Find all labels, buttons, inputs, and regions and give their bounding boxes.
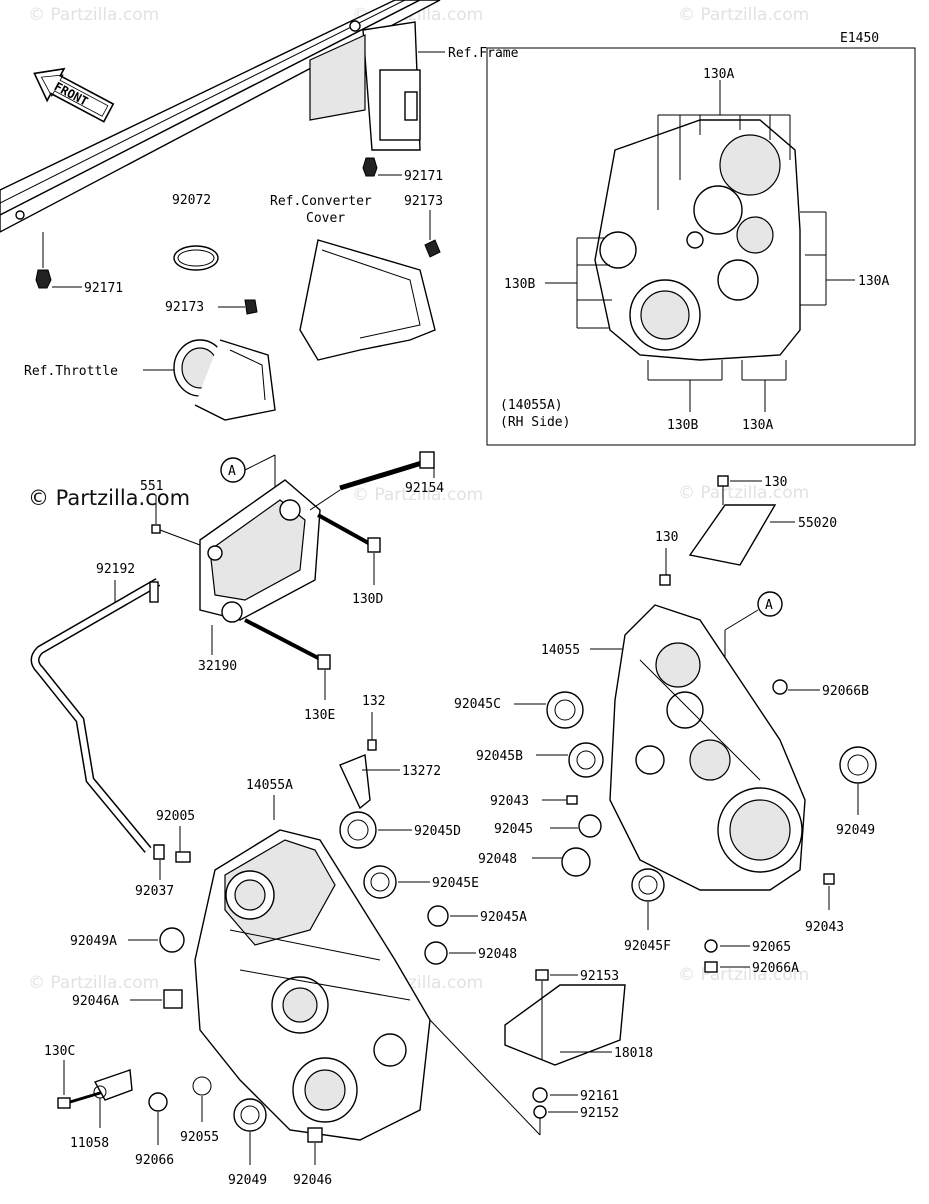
inset-callout-130B: 130B <box>667 418 698 433</box>
callout-92173: 92173 <box>165 300 204 315</box>
callout-92043: 92043 <box>490 794 529 809</box>
bearing-92045D <box>339 811 377 849</box>
callout-13272: 13272 <box>402 764 441 779</box>
watermark: © Partzilla.com <box>678 5 809 25</box>
crankcase-lh <box>194 829 431 1141</box>
inset-callout-130A: 130A <box>858 274 889 289</box>
watermark: © Partzilla.com <box>678 483 809 503</box>
callout-92066B: 92066B <box>822 684 869 699</box>
front-arrow: FRONT <box>33 67 115 123</box>
bearing-92045B <box>568 742 604 778</box>
callout-92171: 92171 <box>84 281 123 296</box>
callout-92049A: 92049A <box>70 934 117 949</box>
callout-92005: 92005 <box>156 809 195 824</box>
diagram-code: E1450 <box>840 31 879 46</box>
callout-92065: 92065 <box>752 940 791 955</box>
seal-92049 <box>233 1098 267 1132</box>
callout-130: 130 <box>655 530 678 545</box>
callout-55020: 55020 <box>798 516 837 531</box>
washer-92065 <box>704 939 718 953</box>
inset-note: (14055A) <box>500 398 563 413</box>
ref-frame-label: Ref.Frame <box>448 46 519 61</box>
callout-92045F: 92045F <box>624 939 671 954</box>
callout-132: 132 <box>362 694 385 709</box>
callout-92072: 92072 <box>172 193 211 208</box>
inset-callout-130A: 130A <box>703 67 734 82</box>
callout-92046A: 92046A <box>72 994 119 1009</box>
callout-92154: 92154 <box>405 481 444 496</box>
seal-92049A <box>159 927 185 953</box>
bearing-92045E <box>363 865 397 899</box>
callout-92066A: 92066A <box>752 961 799 976</box>
callout-92045D: 92045D <box>414 824 461 839</box>
callout-92037: 92037 <box>135 884 174 899</box>
callout-32190: 32190 <box>198 659 237 674</box>
callout-92192: 92192 <box>96 562 135 577</box>
watermark: © Partzilla.com <box>28 973 159 993</box>
inset-rh-side <box>486 47 916 446</box>
callout-14055: 14055 <box>541 643 580 658</box>
plug-92066B <box>772 679 788 695</box>
callout-92153: 92153 <box>580 969 619 984</box>
callout-130C: 130C <box>44 1044 75 1059</box>
callout-92161: 92161 <box>580 1089 619 1104</box>
callout-92173: 92173 <box>404 194 443 209</box>
watermark: © Partzilla.com <box>28 5 159 25</box>
ref-converter-label: Ref.Converter <box>270 194 372 209</box>
callout-92045A: 92045A <box>480 910 527 925</box>
oring-92055 <box>192 1076 212 1096</box>
callout-130: 130 <box>764 475 787 490</box>
callout-11058: 11058 <box>70 1136 109 1151</box>
inset-callout-130B: 130B <box>504 277 535 292</box>
washer-92066 <box>148 1092 168 1112</box>
bush-92046 <box>307 1127 323 1143</box>
inset-note-side: (RH Side) <box>500 415 570 430</box>
inset-leaders <box>545 80 855 412</box>
callout-92152: 92152 <box>580 1106 619 1121</box>
brand-logo: © Partzilla.com <box>28 486 190 510</box>
frame-rails <box>0 0 441 233</box>
callout-18018: 18018 <box>614 1046 653 1061</box>
callout-92066: 92066 <box>135 1153 174 1168</box>
callout-92045C: 92045C <box>454 697 501 712</box>
crankcase-rh <box>609 604 806 891</box>
callout-130E: 130E <box>304 708 335 723</box>
ref-converter-label-2: Cover <box>306 211 345 226</box>
bearing-92045F <box>631 868 665 902</box>
callout-92049: 92049 <box>836 823 875 838</box>
bearing-92045C <box>546 691 584 729</box>
callout-92048: 92048 <box>478 947 517 962</box>
callout-92045: 92045 <box>494 822 533 837</box>
callout-92048: 92048 <box>478 852 517 867</box>
seal-92049-right <box>839 746 877 784</box>
ref-a-marker <box>757 591 783 617</box>
callout-130D: 130D <box>352 592 383 607</box>
plug-92066A <box>704 961 718 973</box>
washer-92152 <box>533 1105 547 1119</box>
callout-551: 551 <box>140 479 163 494</box>
watermark: © Partzilla.com <box>352 485 483 505</box>
callout-14055A: 14055A <box>246 778 293 793</box>
callout-92171: 92171 <box>404 169 443 184</box>
ref-a-label: A <box>228 464 236 479</box>
bearing-92045A <box>427 905 449 927</box>
callout-92043: 92043 <box>805 920 844 935</box>
callout-92046: 92046 <box>293 1173 332 1188</box>
callout-92055: 92055 <box>180 1130 219 1145</box>
callout-92045B: 92045B <box>476 749 523 764</box>
inset-callout-130A: 130A <box>742 418 773 433</box>
ref-throttle-label: Ref.Throttle <box>24 364 118 379</box>
callout-92045E: 92045E <box>432 876 479 891</box>
ring-92048 <box>424 941 448 965</box>
callout-92049: 92049 <box>228 1173 267 1188</box>
ref-a-label: A <box>765 598 773 613</box>
nut-92161 <box>532 1087 548 1103</box>
bush-92046A <box>163 989 183 1009</box>
ring-92048-right <box>561 847 591 877</box>
bearing-92045 <box>578 814 602 838</box>
